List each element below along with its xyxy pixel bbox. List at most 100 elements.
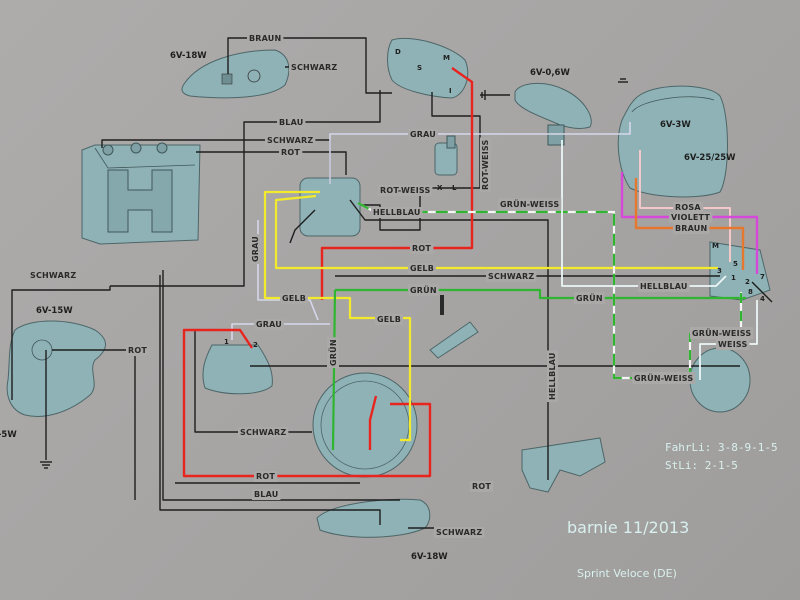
headlight-park-rating: 6V-3W [660,120,691,130]
label-rot-brake: ROT [472,482,491,491]
label-rot-batt: ROT [281,148,300,157]
label-rot-weiss-vertical: ROT-WEISS [481,140,490,190]
headlight-main-rating: 6V-25/25W [684,153,736,163]
label-braun-top: BRAUN [249,34,281,43]
label-background [574,292,605,304]
terminal-d: D [395,48,401,56]
label-gelb-coil: GELB [377,315,401,324]
label-background [265,135,316,146]
ignition-switch [387,37,469,99]
label-background [480,137,491,192]
label-background [126,345,150,356]
label-grau-top: GRAU [410,130,436,139]
label-weiss: WEISS [718,340,747,349]
label-background [434,527,485,538]
stator-plate [312,372,418,478]
standlicht-note: StLi: 2-1-5 [665,459,738,472]
label-hellblau-vertical: HELLBLAU [548,352,557,400]
label-background [470,481,494,492]
label-grau-coil: GRAU [256,320,282,329]
label-background [28,270,79,281]
component-ratings: 6V-18W 6V-0,6W 6V-15W 6V-5W 6V-18W [0,51,570,562]
ls-terminal-2: 2 [745,278,750,286]
label-blau-top: BLAU [279,118,303,127]
label-background [410,243,434,254]
label-background [673,202,704,213]
label-gruen-weiss-top: GRÜN-WEISS [500,199,559,209]
label-gruen-weiss-right1: GRÜN-WEISS [692,328,751,338]
label-hellblau-top: HELLBLAU [373,208,421,217]
wire-labels: BRAUN SCHWARZ BLAU SCHWARZ ROT GRAU ROT-… [28,33,754,538]
front-lamp-rating: 6V-18W [170,51,207,61]
rear-stop-lamp [316,498,431,538]
label-background [280,293,309,304]
label-gelb-mid: GELB [410,264,434,273]
terminal-i: I [449,87,452,95]
label-background [254,319,284,330]
label-background [408,284,439,296]
terminal-l: L [452,184,457,192]
label-gruen-vertical: GRÜN [328,339,338,366]
coil-terminal-2: 2 [253,341,258,349]
label-braun-right: BRAUN [675,224,707,233]
label-background [669,212,713,223]
label-background [250,234,261,264]
wires-gelb [263,190,718,442]
label-background [632,372,696,384]
label-violett: VIOLETT [671,213,710,222]
ls-terminal-4: 4 [760,295,765,303]
label-background [486,271,537,282]
terminal-m: M [443,54,450,62]
label-background [547,350,558,402]
author-stamp: barnie 11/2013 [567,518,690,537]
label-hellblau-right: HELLBLAU [640,282,688,291]
label-blau-bottom: BLAU [254,490,278,499]
label-schwarz-rear: SCHWARZ [436,528,482,537]
label-gruen-right: GRÜN [576,293,603,303]
label-background [638,281,690,292]
label-schwarz-front: SCHWARZ [291,63,337,72]
ls-terminal-8: 8 [748,288,753,296]
label-background [254,471,278,482]
label-schwarz-mid: SCHWARZ [488,272,534,281]
label-rot-bottom: ROT [256,472,275,481]
wires-rot [182,67,474,478]
ls-terminal-1: 1 [731,274,736,282]
ls-terminal-7: 7 [760,273,765,281]
ls-terminal-m: M [712,242,719,250]
label-background [247,33,284,44]
label-background [277,117,306,128]
label-grau-vertical: GRAU [251,236,260,262]
terminal-s: S [417,64,422,72]
ground-symbols [40,78,628,469]
fahrlicht-note: FahrLi: 3-8-9-1-5 [665,441,778,454]
tail-lamp [6,320,106,417]
label-background [673,223,710,234]
terminal-labels: D S M I X L 1 2 M 5 3 1 2 7 8 4 [224,48,765,349]
label-rot-tail: ROT [128,346,147,355]
tail-lamp-small-rating: 6V-5W [0,430,17,440]
spark-plug [429,295,479,359]
tail-lamp-main-rating: 6V-15W [36,306,73,316]
label-background [408,129,438,140]
speedometer [514,83,592,146]
front-stop-lamp [181,49,290,99]
label-background [375,314,404,325]
coil-terminal-1: 1 [224,338,229,346]
label-rosa: ROSA [675,203,701,212]
label-rot-weiss: ROT-WEISS [380,186,430,195]
label-background [371,207,423,218]
label-gelb-low: GELB [282,294,306,303]
label-background [252,489,281,500]
label-background [238,427,289,438]
label-background [498,198,562,210]
headlight: 6V-3W 6V-25/25W [617,85,736,198]
ls-terminal-5: 5 [733,260,738,268]
label-schwarz-tail: SCHWARZ [30,271,76,280]
speedo-lamp-rating: 6V-0,6W [530,68,570,78]
horn [689,347,751,413]
label-gruen-weiss-right2: GRÜN-WEISS [634,373,693,383]
label-background [378,185,433,196]
